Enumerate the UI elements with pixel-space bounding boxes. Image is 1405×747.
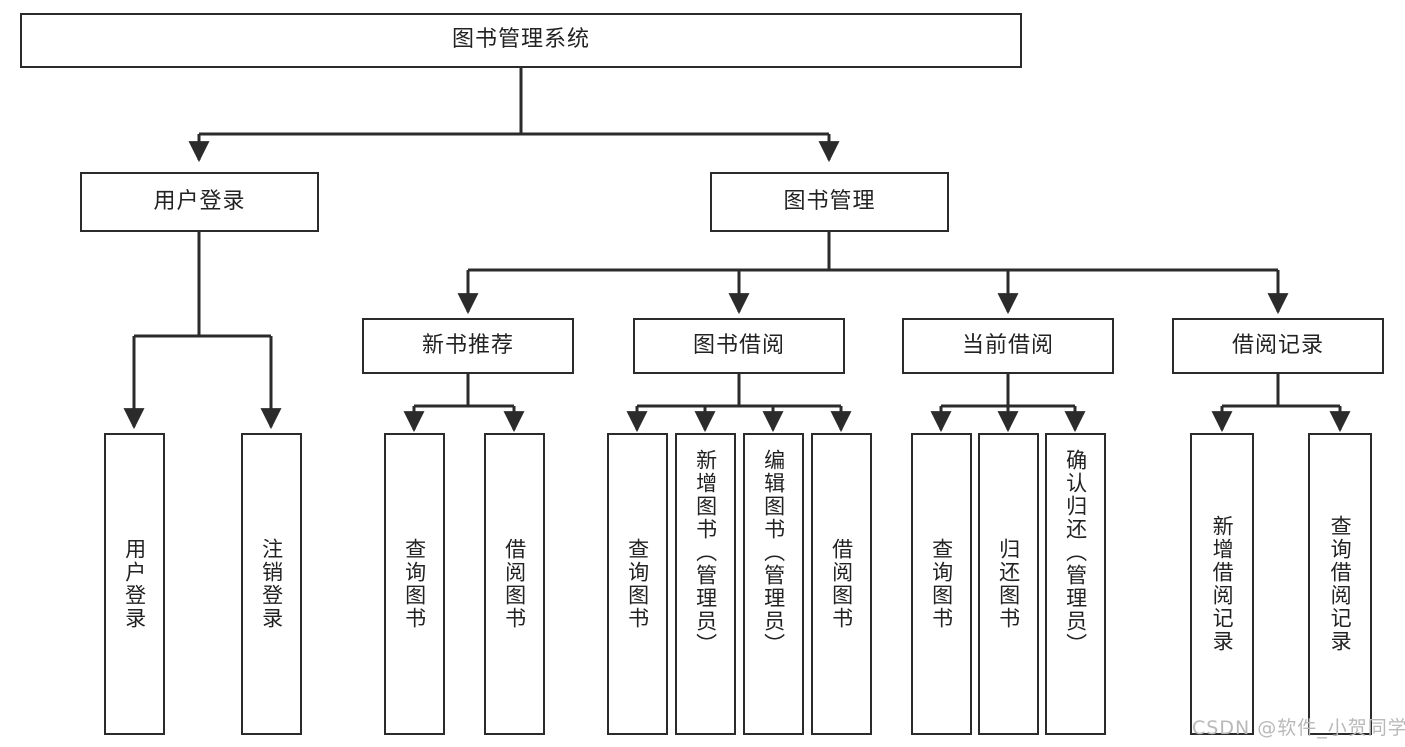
node-book-borrow-label: 图书借阅	[692, 332, 785, 358]
watermark-text: CSDN @软件_小贺同学	[1192, 717, 1405, 739]
leaf-query-book-borrow-label: 查询图书	[625, 538, 650, 630]
leaf-edit-book-admin-label: 编辑图书（管理员）	[761, 449, 786, 656]
leaf-logout-label: 注销登录	[259, 538, 284, 630]
leaf-logout[interactable]: 注销登录	[241, 433, 302, 735]
leaf-query-borrow-record[interactable]: 查询借阅记录	[1308, 433, 1372, 735]
node-current-borrow-label: 当前借阅	[961, 332, 1054, 358]
leaf-return-book-label: 归还图书	[996, 538, 1021, 630]
node-book-borrow[interactable]: 图书借阅	[633, 318, 845, 374]
node-user-login-label: 用户登录	[153, 188, 246, 214]
leaf-borrow-book[interactable]: 借阅图书	[811, 433, 872, 735]
leaf-user-login-label: 用户登录	[122, 538, 147, 630]
node-current-borrow[interactable]: 当前借阅	[902, 318, 1114, 374]
leaf-query-book-recommend[interactable]: 查询图书	[384, 433, 445, 735]
node-new-book-recommend-label: 新书推荐	[421, 332, 514, 358]
node-user-login[interactable]: 用户登录	[80, 172, 319, 232]
leaf-query-book-current-label: 查询图书	[929, 538, 954, 630]
leaf-confirm-return-admin-label: 确认归还（管理员）	[1063, 449, 1088, 656]
leaf-query-book-borrow[interactable]: 查询图书	[607, 433, 668, 735]
leaf-return-book[interactable]: 归还图书	[978, 433, 1039, 735]
leaf-borrow-book-recommend[interactable]: 借阅图书	[484, 433, 545, 735]
leaf-confirm-return-admin[interactable]: 确认归还（管理员）	[1045, 433, 1106, 735]
leaf-add-book-admin[interactable]: 新增图书（管理员）	[675, 433, 736, 735]
node-root[interactable]: 图书管理系统	[20, 13, 1022, 68]
leaf-add-borrow-record-label: 新增借阅记录	[1210, 515, 1235, 653]
leaf-edit-book-admin[interactable]: 编辑图书（管理员）	[743, 433, 804, 735]
leaf-query-book-recommend-label: 查询图书	[402, 538, 427, 630]
leaf-query-borrow-record-label: 查询借阅记录	[1328, 515, 1353, 653]
leaf-borrow-book-recommend-label: 借阅图书	[502, 538, 527, 630]
node-book-management-label: 图书管理	[783, 188, 876, 214]
node-new-book-recommend[interactable]: 新书推荐	[362, 318, 574, 374]
node-book-management[interactable]: 图书管理	[710, 172, 949, 232]
leaf-user-login[interactable]: 用户登录	[104, 433, 165, 735]
node-borrow-records[interactable]: 借阅记录	[1172, 318, 1384, 374]
node-root-label: 图书管理系统	[451, 27, 590, 53]
leaf-borrow-book-label: 借阅图书	[829, 538, 854, 630]
leaf-add-borrow-record[interactable]: 新增借阅记录	[1190, 433, 1254, 735]
leaf-add-book-admin-label: 新增图书（管理员）	[693, 449, 718, 656]
node-borrow-records-label: 借阅记录	[1231, 332, 1324, 358]
leaf-query-book-current[interactable]: 查询图书	[911, 433, 972, 735]
